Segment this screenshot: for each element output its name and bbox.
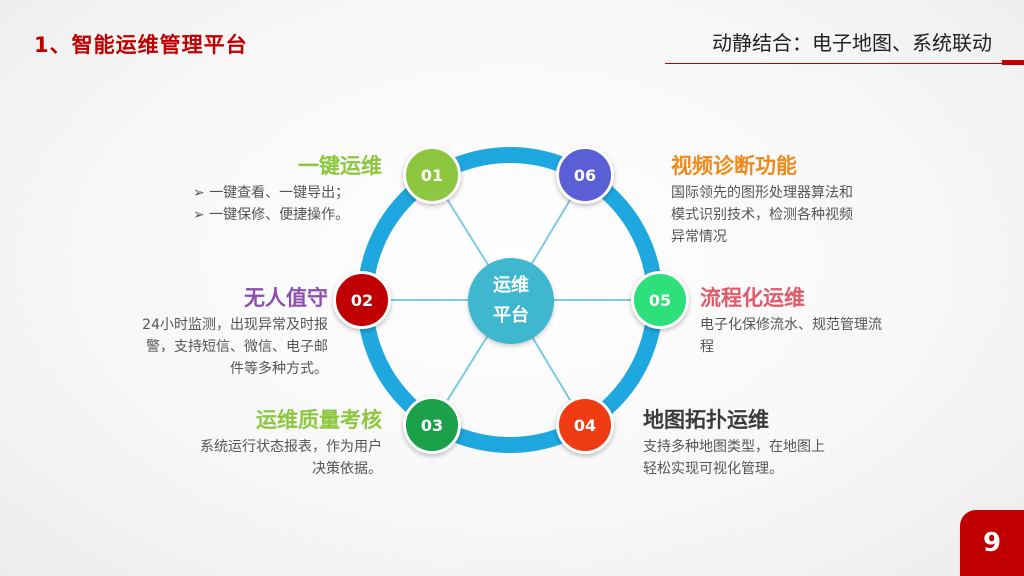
node-05-badge: 05 <box>631 271 689 329</box>
node-04-line-2: 轻松实现可视化管理。 <box>643 461 783 477</box>
center-line2: 平台 <box>493 305 529 326</box>
node-04-badge: 04 <box>556 396 614 454</box>
node-02-line-2: 警，支持短信、微信、电子邮 <box>146 339 328 355</box>
node-03-desc: 系统运行状态报表，作为用户 决策依据。 <box>152 436 382 480</box>
node-05-line-1: 电子化保修流水、规范管理流 <box>700 317 882 333</box>
node-04-desc: 支持多种地图类型，在地图上 轻松实现可视化管理。 <box>643 436 825 480</box>
node-06-line-1: 国际领先的图形处理器算法和 <box>671 185 853 201</box>
node-06-badge: 06 <box>556 146 614 204</box>
page-title: 1、智能运维管理平台 <box>34 33 248 57</box>
node-06-line-2: 模式识别技术，检测各种视频 <box>671 207 853 223</box>
node-04-line-1: 支持多种地图类型，在地图上 <box>643 439 825 455</box>
node-05-line-2: 程 <box>700 339 714 355</box>
node-03-line-1: 系统运行状态报表，作为用户 <box>200 439 382 455</box>
node-06-title: 视频诊断功能 <box>671 154 797 178</box>
node-05-desc: 电子化保修流水、规范管理流 程 <box>700 314 882 358</box>
node-01-badge: 01 <box>403 146 461 204</box>
node-02-desc: 24小时监测，出现异常及时报 警，支持短信、微信、电子邮 件等多种方式。 <box>98 314 328 380</box>
page-subtitle: 动静结合：电子地图、系统联动 <box>712 31 992 55</box>
node-03-line-2: 决策依据。 <box>312 461 382 477</box>
center-hub: 运维 平台 <box>468 258 554 344</box>
node-01-title: 一键运维 <box>298 154 382 178</box>
center-line1: 运维 <box>493 275 529 296</box>
node-02-line-1: 24小时监测，出现异常及时报 <box>142 317 328 333</box>
node-01-line-2: 一键保修、便捷操作。 <box>193 204 349 226</box>
node-02-line-3: 件等多种方式。 <box>230 361 328 377</box>
header-divider-accent <box>1002 60 1024 65</box>
node-05-title: 流程化运维 <box>700 286 805 310</box>
page-number: 9 <box>960 510 1024 576</box>
node-01-desc: 一键查看、一键导出； 一键保修、便捷操作。 <box>193 182 349 226</box>
node-02-badge: 02 <box>333 271 391 329</box>
node-03-badge: 03 <box>403 396 461 454</box>
node-03-title: 运维质量考核 <box>256 408 382 432</box>
node-04-title: 地图拓扑运维 <box>643 408 769 432</box>
node-06-desc: 国际领先的图形处理器算法和 模式识别技术，检测各种视频 异常情况 <box>671 182 853 248</box>
header-divider <box>665 63 1024 64</box>
node-01-line-1: 一键查看、一键导出； <box>193 182 349 204</box>
node-06-line-3: 异常情况 <box>671 229 727 245</box>
node-02-title: 无人值守 <box>244 286 328 310</box>
